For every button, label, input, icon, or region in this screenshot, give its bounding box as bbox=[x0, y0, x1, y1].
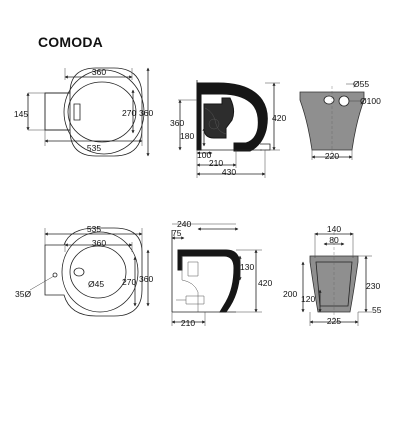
product-title: COMODA bbox=[38, 34, 103, 50]
wc-side-depth: 430 bbox=[222, 167, 236, 177]
bidet-top-view: 535 360 270 360 Ø45 35Ø bbox=[15, 224, 153, 317]
wc-rear-hole-55: Ø55 bbox=[353, 79, 369, 89]
bidet-side-view: 240 75 420 130 210 bbox=[171, 219, 272, 328]
wc-side-view: 420 360 180 100 210 430 bbox=[170, 80, 286, 178]
wc-top-inner-depth: 270 bbox=[122, 108, 136, 118]
bidet-side-240: 240 bbox=[177, 219, 191, 229]
bidet-rear-view: 140 80 200 120 230 225 55 bbox=[283, 224, 382, 326]
wc-rear-view: Ø55 Ø100 220 bbox=[299, 79, 381, 161]
bidet-top-drain: Ø45 bbox=[88, 279, 104, 289]
bidet-rear-140: 140 bbox=[327, 224, 341, 234]
bidet-top-inner-width: 360 bbox=[92, 238, 106, 248]
bidet-top-tap: 35Ø bbox=[15, 289, 31, 299]
bidet-rear-120: 120 bbox=[301, 294, 315, 304]
bidet-rear-55: 55 bbox=[372, 305, 382, 315]
bidet-side-210: 210 bbox=[181, 318, 195, 328]
bidet-top-width: 535 bbox=[87, 224, 101, 234]
bidet-rear-230: 230 bbox=[366, 281, 380, 291]
wc-top-left-height: 145 bbox=[14, 109, 28, 119]
wc-top-inner-width: 360 bbox=[92, 67, 106, 77]
bidet-side-height: 420 bbox=[258, 278, 272, 288]
wc-top-depth: 360 bbox=[139, 108, 153, 118]
bidet-side-130: 130 bbox=[240, 262, 254, 272]
wc-side-210: 210 bbox=[209, 158, 223, 168]
bidet-rear-225: 225 bbox=[327, 316, 341, 326]
wc-side-height: 420 bbox=[272, 113, 286, 123]
wc-side-rear-height: 360 bbox=[170, 118, 184, 128]
bidet-top-depth: 360 bbox=[139, 274, 153, 284]
bidet-rear-80: 80 bbox=[329, 235, 339, 245]
wc-side-100: 100 bbox=[197, 150, 211, 160]
wc-side-180: 180 bbox=[180, 131, 194, 141]
wc-top-width: 535 bbox=[87, 143, 101, 153]
wc-rear-hole-100: Ø100 bbox=[360, 96, 381, 106]
bidet-top-inner-depth: 270 bbox=[122, 277, 136, 287]
bidet-rear-200: 200 bbox=[283, 289, 297, 299]
wc-top-view: 535 360 270 360 145 bbox=[14, 67, 153, 157]
wc-rear-base: 220 bbox=[325, 151, 339, 161]
bidet-side-75: 75 bbox=[172, 228, 182, 238]
